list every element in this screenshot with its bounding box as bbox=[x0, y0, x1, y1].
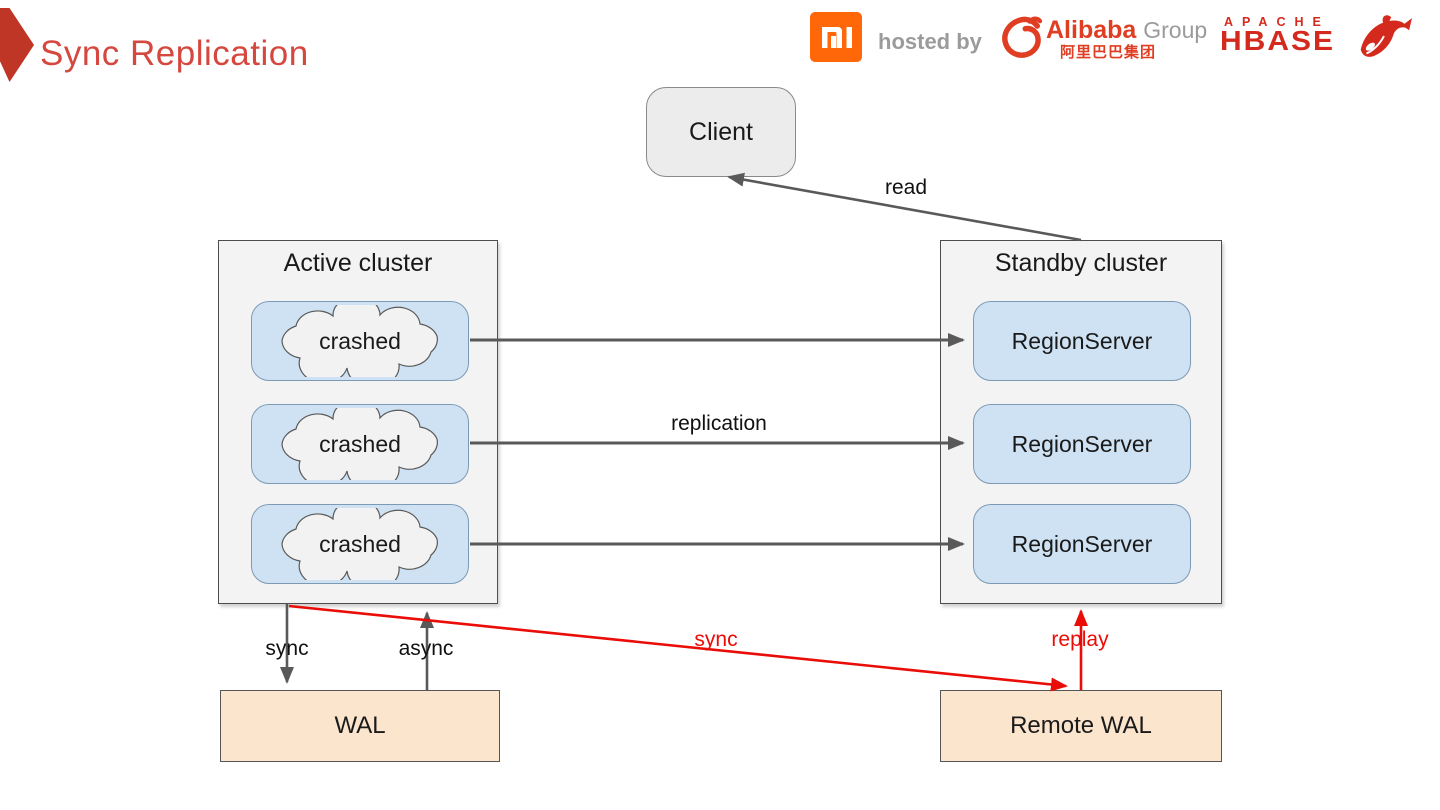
crashed-label: crashed bbox=[319, 530, 401, 557]
sync-wal-label: sync bbox=[265, 637, 309, 660]
crashed-node: crashed bbox=[251, 301, 469, 381]
xiaomi-logo bbox=[810, 12, 862, 62]
hbase-wordmark: HBASE bbox=[1220, 26, 1336, 57]
standby-cluster-title: Standby cluster bbox=[994, 249, 1168, 277]
remote-wal-box: Remote WAL bbox=[940, 690, 1222, 762]
client-label: Client bbox=[689, 117, 753, 146]
regionserver-node: RegionServer bbox=[973, 504, 1191, 584]
async-wal-label: async bbox=[398, 637, 454, 660]
crashed-cloud: crashed bbox=[274, 408, 446, 480]
active-cluster-title: Active cluster bbox=[283, 249, 433, 277]
replication-label: replication bbox=[671, 412, 767, 435]
alibaba-group-label: Group bbox=[1143, 17, 1208, 43]
replay-label: replay bbox=[1051, 628, 1109, 651]
standby-cluster-box: Standby cluster RegionServer RegionServe… bbox=[940, 240, 1222, 604]
remote-wal-label: Remote WAL bbox=[1010, 712, 1152, 739]
title-chevron-icon bbox=[0, 8, 34, 82]
sync-remote-label: sync bbox=[694, 628, 738, 651]
regionserver-label: RegionServer bbox=[1011, 327, 1153, 354]
alibaba-name: Alibaba bbox=[1046, 16, 1137, 44]
cloud-icon bbox=[281, 408, 438, 480]
active-cluster-box: Active cluster crashed crashed bbox=[218, 240, 498, 604]
crashed-cloud: crashed bbox=[274, 508, 446, 580]
alibaba-wordmark: Alibaba Group bbox=[1046, 16, 1207, 45]
regionserver-label: RegionServer bbox=[1011, 530, 1153, 557]
regionserver-label: RegionServer bbox=[1011, 430, 1153, 457]
crashed-node: crashed bbox=[251, 504, 469, 584]
page-title: Sync Replication bbox=[40, 34, 309, 73]
cloud-icon bbox=[281, 508, 438, 580]
alibaba-chinese-label: 阿里巴巴集团 bbox=[1060, 44, 1157, 61]
regionserver-node: RegionServer bbox=[973, 301, 1191, 381]
alibaba-mark-icon bbox=[1002, 16, 1043, 58]
regionserver-node: RegionServer bbox=[973, 404, 1191, 484]
crashed-cloud: crashed bbox=[274, 305, 446, 377]
crashed-label: crashed bbox=[319, 327, 401, 354]
read-label: read bbox=[884, 176, 928, 199]
hosted-by-label: hosted by bbox=[878, 29, 982, 54]
client-box: Client bbox=[646, 87, 796, 177]
crashed-label: crashed bbox=[319, 430, 401, 457]
cloud-icon bbox=[281, 305, 438, 377]
crashed-node: crashed bbox=[251, 404, 469, 484]
hbase-orca-icon bbox=[1360, 15, 1412, 57]
apache-label: APACHE bbox=[1224, 15, 1330, 29]
wal-label: WAL bbox=[334, 712, 386, 739]
xiaomi-mi-icon bbox=[822, 27, 852, 48]
wal-box: WAL bbox=[220, 690, 500, 762]
